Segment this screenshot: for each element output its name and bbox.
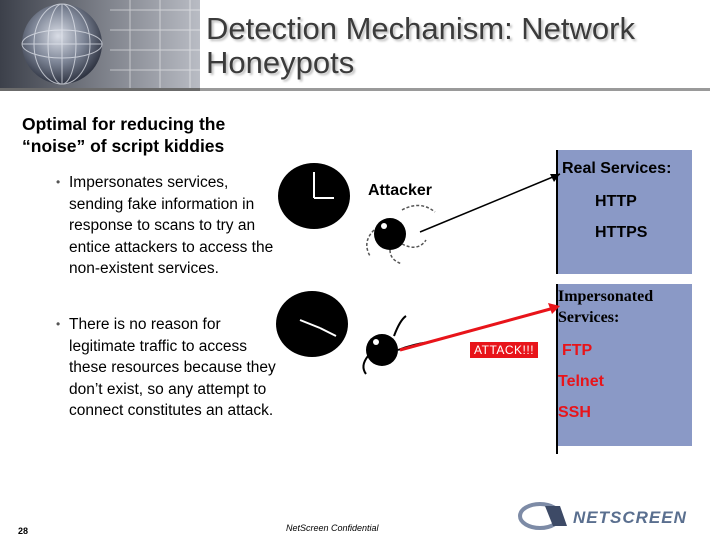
service-telnet: Telnet	[558, 373, 604, 390]
impersonated-services-panel	[558, 284, 692, 446]
real-services-heading: Real Services:	[562, 160, 672, 177]
service-https: HTTPS	[595, 224, 648, 241]
attack-scene	[276, 163, 561, 375]
attacker-label: Attacker	[368, 182, 433, 199]
clock-icon	[278, 163, 350, 229]
arrow-to-real-services	[419, 173, 561, 233]
globe-icon	[0, 0, 200, 88]
page-number: 28	[18, 526, 29, 536]
impersonated-services-heading: Impersonated Services:	[558, 288, 654, 326]
bullet-dot: •	[56, 175, 61, 189]
logo-swoosh-icon	[518, 502, 567, 530]
bullet-text: Impersonates services, sending fake info…	[69, 174, 274, 277]
clock-icon	[276, 291, 348, 357]
attack-arrow	[399, 303, 560, 352]
confidential-notice: NetScreen Confidential	[286, 523, 379, 533]
bullet-text: There is no reason for legitimate traffi…	[69, 316, 276, 419]
bullet-dot: •	[56, 317, 61, 331]
panel-divider-top	[556, 150, 558, 274]
service-http: HTTP	[595, 193, 637, 210]
service-ftp: FTP	[562, 342, 593, 359]
bullet-impersonates: • Impersonates services, sending fake in…	[56, 172, 279, 280]
real-services-panel	[558, 150, 692, 274]
bullet-no-reason: • There is no reason for legitimate traf…	[56, 314, 279, 422]
slide-title: Detection Mechanism: Network Honeypots	[206, 11, 635, 80]
netscreen-logo-text: NETSCREEN	[573, 508, 687, 527]
header-rule-dark	[0, 88, 200, 91]
header-rule	[200, 88, 710, 91]
attacker-figure-icon	[366, 204, 436, 265]
attack-label: ATTACK!!!	[470, 342, 539, 358]
slide-subtitle: Optimal for reducing the “noise” of scri…	[22, 114, 226, 156]
service-ssh: SSH	[558, 404, 591, 421]
panel-divider-bottom	[556, 284, 558, 454]
